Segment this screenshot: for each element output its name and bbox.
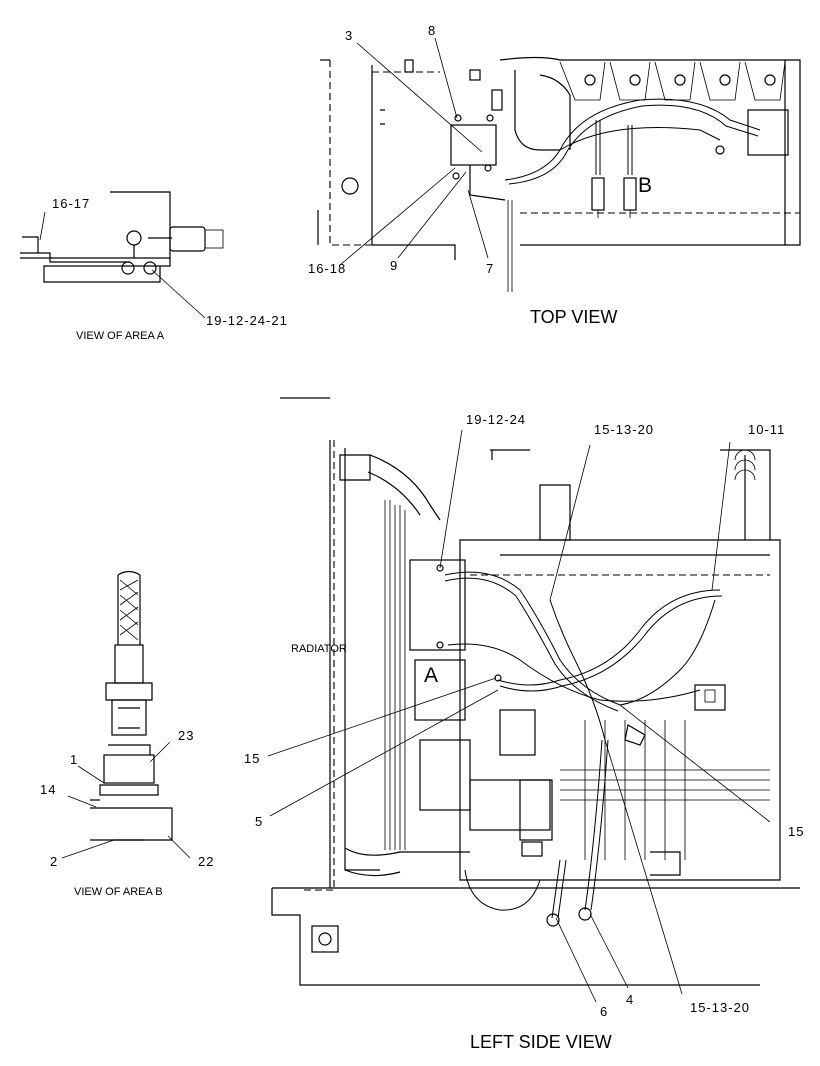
callout-label: 16-18 [308,261,346,276]
callout-label: 16-17 [52,196,90,211]
callout-label: 22 [198,854,214,869]
area-a-callouts: 16-17 19-12-24-21 [52,196,288,328]
area-b-detail-drawing [90,570,173,841]
callout-label: 15 [788,824,804,839]
area-b-letter: B [638,174,652,197]
area-b-caption: VIEW OF AREA B [74,886,163,898]
callout-label: 19-12-24-21 [206,313,288,328]
callout-label: 7 [486,261,494,276]
callout-label: 15-13-20 [690,1000,750,1015]
area-a-caption: VIEW OF AREA A [76,330,165,342]
callout-label: 8 [428,23,436,38]
callout-label: 6 [600,1004,608,1019]
radiator-label: RADIATOR [291,643,347,655]
callout-label: 9 [390,258,398,273]
left-side-view-callouts: 19-12-24 15-13-20 10-11 15 5 15 6 4 15-1… [244,412,804,1019]
callout-label: 10-11 [748,422,785,437]
callout-leader-lines [39,37,771,1003]
callout-label: 14 [40,782,56,797]
top-view-caption: TOP VIEW [530,307,617,327]
area-a-letter: A [424,664,438,687]
area-a-detail-drawing [20,191,224,283]
area-b-callouts: 23 1 14 2 22 [40,728,214,869]
callout-label: 4 [626,992,634,1007]
left-side-view-drawing [271,397,800,986]
callout-label: 5 [255,814,263,829]
callout-label: 15-13-20 [594,422,654,437]
callout-label: 15 [244,751,260,766]
callout-label: 2 [50,854,58,869]
callout-label: 19-12-24 [466,412,526,427]
callout-label: 1 [70,752,78,767]
callout-label: 23 [178,728,194,743]
left-side-view-caption: LEFT SIDE VIEW [470,1032,612,1052]
top-view-callouts: 3 8 16-18 9 7 [308,23,494,276]
callout-label: 3 [345,28,353,43]
top-view-drawing [317,56,801,292]
